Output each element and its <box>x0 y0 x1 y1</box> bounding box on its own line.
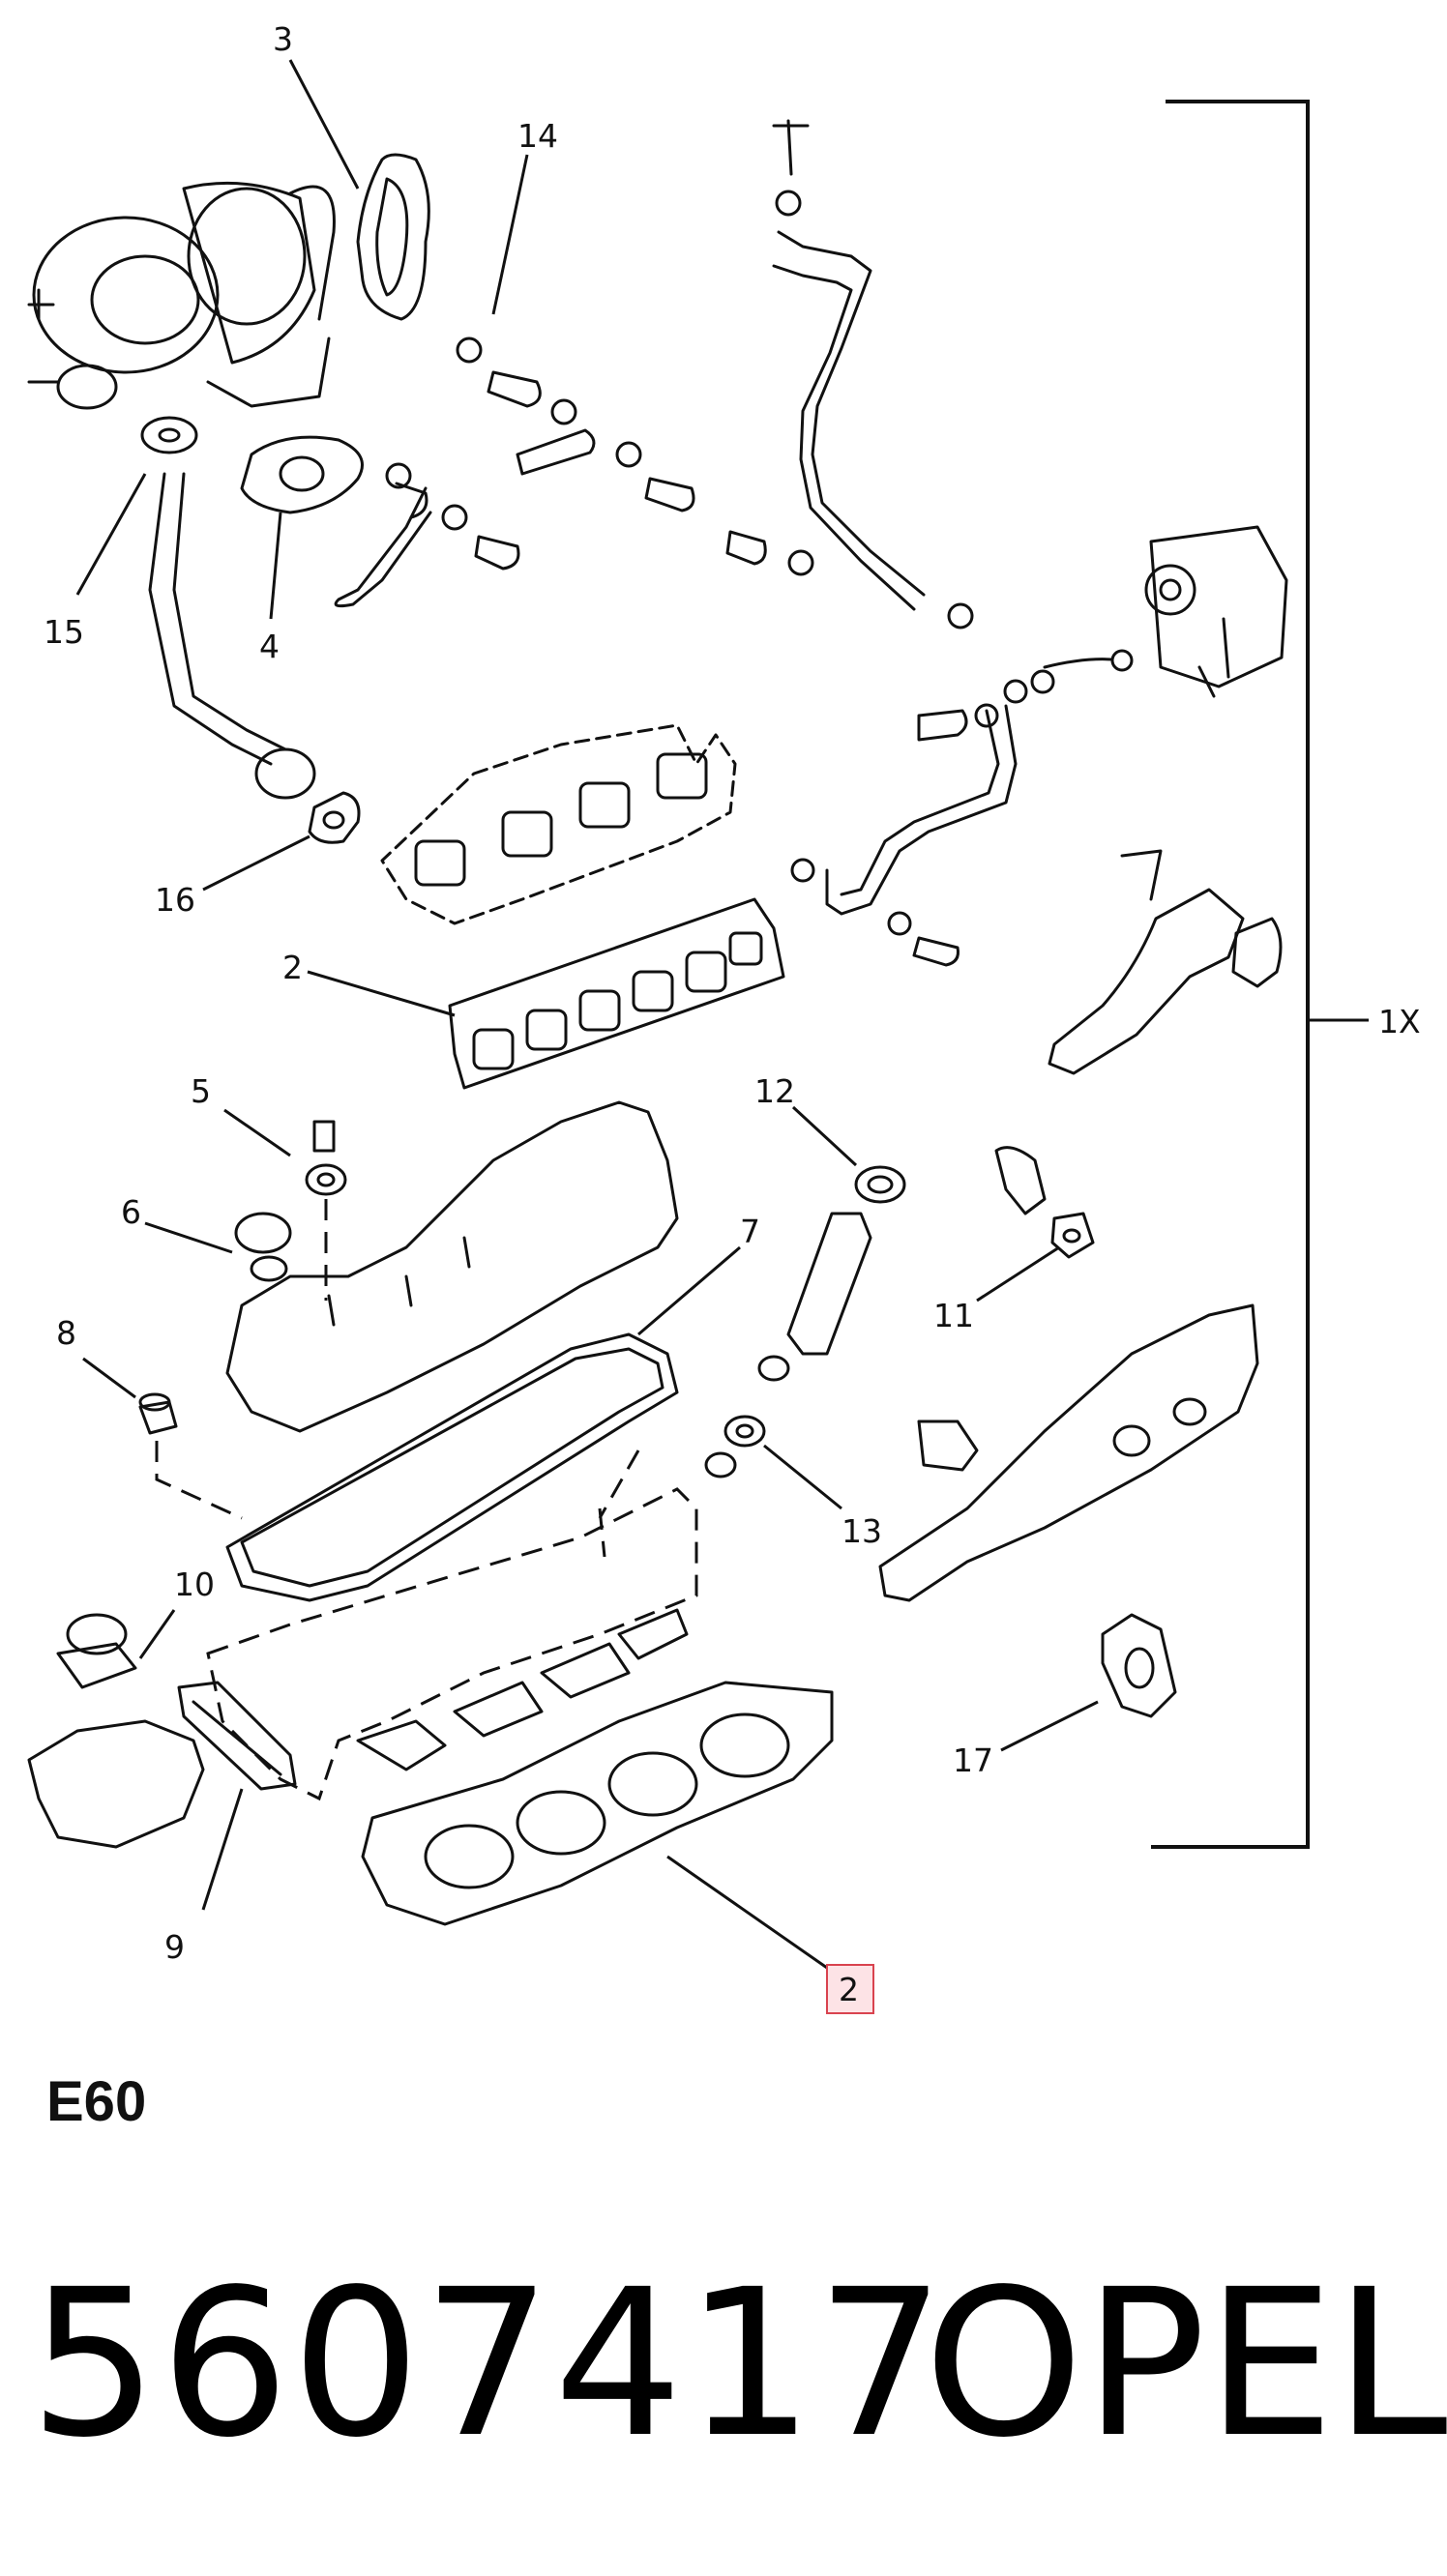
oil-filler-cap <box>234 1212 292 1282</box>
injector-pipe <box>790 649 1134 967</box>
egr-gasket <box>1101 1613 1177 1718</box>
leader-lines <box>75 59 1099 1970</box>
valve-cover-gasket <box>225 1332 679 1602</box>
banjo-bolt-set <box>334 337 974 629</box>
callout-18: 17 <box>953 1742 993 1779</box>
callout-10: 9 <box>164 1928 185 1966</box>
callout-17: 16 <box>155 881 195 919</box>
callout-8: 7 <box>740 1213 760 1250</box>
thermostat-housing <box>994 1146 1095 1259</box>
callout-4: 3 <box>273 20 293 58</box>
water-outlet-elbow <box>1048 849 1283 1075</box>
callout-14: 13 <box>842 1512 882 1550</box>
plug-fitting <box>138 1392 243 1520</box>
callout-16: 15 <box>44 613 84 651</box>
turbo-gasket <box>356 153 430 321</box>
valve-cover-drawing <box>225 1100 679 1433</box>
callout-12: 11 <box>933 1297 974 1334</box>
section-code: E60 <box>46 2070 147 2133</box>
tube-seal-set <box>704 1165 906 1478</box>
valve-cover-stud-seal <box>305 1120 347 1301</box>
cylinder-head-drawing <box>206 1449 698 1801</box>
injection-pump-drawing <box>1144 525 1288 698</box>
exploded-parts-diagram: 3 14 15 4 16 2 1X 5 12 6 7 11 8 13 10 17… <box>27 20 1421 2014</box>
highlighted-callout-box[interactable] <box>826 1964 874 2014</box>
callout-7: 6 <box>121 1193 141 1231</box>
intake-manifold-drawing <box>878 1303 1259 1602</box>
turbocharger-drawing <box>27 181 336 410</box>
callout-5: 4 <box>259 628 280 665</box>
callout-9: 8 <box>56 1314 76 1352</box>
callout-11: 10 <box>174 1566 215 1603</box>
turbo-oil-feed-pipe <box>772 119 926 611</box>
callout-3: 2 <box>282 949 303 986</box>
part-number: 5607417 <box>29 2245 948 2482</box>
oil-return-pipe <box>140 416 316 800</box>
callout-1x: 1X <box>1378 1003 1421 1040</box>
exhaust-manifold-gasket <box>448 897 785 1090</box>
brand-name: OPEL <box>924 2245 1447 2482</box>
pipe-flange-gasket <box>308 791 361 844</box>
square-flange-gasket <box>240 435 364 514</box>
water-pump-drawing <box>27 1719 205 1849</box>
callout-6: 5 <box>191 1072 211 1110</box>
water-outlet-flange <box>56 1613 137 1689</box>
intake-manifold-gasket <box>177 1681 297 1791</box>
callout-15: 14 <box>517 117 558 155</box>
callout-2[interactable]: 2 <box>839 1971 859 2008</box>
callout-13: 12 <box>754 1072 795 1110</box>
cylinder-head-gasket <box>361 1681 834 1926</box>
kit-bracket <box>1151 100 1310 1849</box>
exhaust-manifold-drawing <box>380 723 737 925</box>
